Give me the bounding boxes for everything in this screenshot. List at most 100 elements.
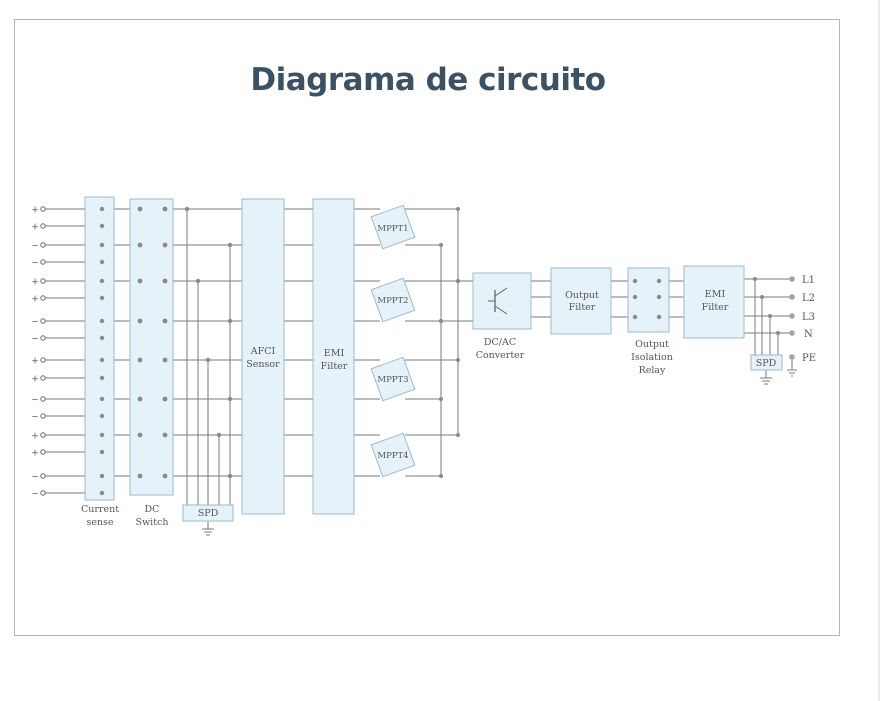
junction-dot: [632, 314, 638, 320]
input-terminal: [40, 318, 46, 324]
junction-dot: [456, 279, 460, 283]
junction-dot: [162, 318, 168, 324]
junction-dot: [99, 335, 105, 341]
junction-dot: [656, 278, 662, 284]
junction-dot: [227, 396, 233, 402]
input-terminal: [40, 259, 46, 265]
labels: Current sense DC Switch SPD AFCI Sensor …: [81, 224, 816, 528]
junction-dot: [137, 357, 143, 363]
junction-dot: [632, 294, 638, 300]
input-polarity-sign: +: [31, 295, 39, 305]
label-dcac-1: DC/AC: [484, 337, 516, 348]
spd-right-block: [750, 354, 783, 371]
input-polarity-sign: +: [31, 206, 39, 216]
label-afci-2: Sensor: [246, 359, 280, 370]
junction-dot: [205, 357, 211, 363]
label-spd-left: SPD: [198, 508, 219, 519]
transistor-collector: [494, 287, 508, 297]
page-title: Diagrama de circuito: [250, 62, 606, 98]
junction-dot: [216, 432, 222, 438]
input-polarity-sign: +: [31, 357, 39, 367]
input-terminal: [40, 473, 46, 479]
junction-dot: [776, 331, 780, 335]
junction-dot: [656, 294, 662, 300]
input-terminal: [40, 242, 46, 248]
junction-dot: [99, 242, 105, 248]
input-polarity-sign: +: [31, 449, 39, 459]
junction-dot: [456, 207, 460, 211]
input-terminal: [40, 335, 46, 341]
junction-dot: [162, 473, 168, 479]
dcac-converter-block: [472, 272, 532, 330]
junction-dot: [768, 314, 772, 318]
junction-dot: [632, 278, 638, 284]
junction-dot: [99, 295, 105, 301]
label-emi-1: EMI: [324, 348, 345, 359]
input-terminal: [40, 413, 46, 419]
junction-dot: [162, 357, 168, 363]
label-emi-out-2: Filter: [702, 302, 729, 313]
label-mppt1: MPPT1: [377, 224, 408, 234]
marks: ++−−++−−++−−++−−: [31, 206, 795, 500]
input-terminal: [40, 206, 46, 212]
label-relay-2: Isolation: [631, 352, 673, 363]
label-n: N: [804, 329, 813, 340]
input-terminal: [40, 396, 46, 402]
label-relay-1: Output: [635, 339, 669, 350]
current-sense-block: [84, 196, 115, 501]
label-dcac-2: Converter: [476, 350, 525, 361]
junction-dot: [99, 259, 105, 265]
label-l3: L3: [802, 312, 815, 323]
junction-dot: [439, 397, 443, 401]
label-current-sense-1: Current: [81, 504, 119, 515]
junction-dot: [137, 396, 143, 402]
junction-dot: [99, 396, 105, 402]
junction-dot: [162, 278, 168, 284]
junction-dot: [99, 490, 105, 496]
label-emi-2: Filter: [321, 361, 348, 372]
input-polarity-sign: −: [31, 259, 39, 269]
junction-dot: [227, 473, 233, 479]
emi-filter-output-block: [683, 265, 745, 339]
label-spd-right: SPD: [756, 358, 777, 369]
junction-dot: [656, 314, 662, 320]
input-terminal: [40, 490, 46, 496]
junction-dot: [137, 242, 143, 248]
junction-dot: [137, 432, 143, 438]
junction-dot: [439, 319, 443, 323]
junction-dot: [162, 432, 168, 438]
output-terminal: [789, 294, 795, 300]
label-l1: L1: [802, 275, 815, 286]
junction-dot: [439, 243, 443, 247]
input-polarity-sign: +: [31, 278, 39, 288]
mppt4-block: [370, 432, 416, 478]
junction-dot: [456, 358, 460, 362]
label-dc-switch-2: Switch: [136, 517, 169, 528]
input-polarity-sign: −: [31, 413, 39, 423]
label-output-filter-1: Output: [565, 290, 599, 301]
junction-dot: [99, 206, 105, 212]
label-current-sense-2: sense: [86, 517, 113, 528]
junction-dot: [99, 318, 105, 324]
junction-dot: [439, 474, 443, 478]
emi-filter-block: [312, 198, 355, 515]
input-polarity-sign: −: [31, 490, 39, 500]
mppt2-block: [370, 277, 416, 323]
output-terminal: [789, 313, 795, 319]
junction-dot: [99, 375, 105, 381]
blocks: [84, 196, 783, 522]
junction-dot: [99, 449, 105, 455]
junction-dot: [753, 277, 757, 281]
junction-dot: [99, 223, 105, 229]
label-pe: PE: [802, 353, 816, 364]
input-terminal: [40, 375, 46, 381]
junction-dot: [99, 278, 105, 284]
input-terminal: [40, 432, 46, 438]
input-terminal: [40, 295, 46, 301]
junction-dot: [137, 473, 143, 479]
junction-dot: [760, 295, 764, 299]
label-mppt4: MPPT4: [377, 451, 408, 461]
input-polarity-sign: −: [31, 318, 39, 328]
input-terminal: [40, 223, 46, 229]
